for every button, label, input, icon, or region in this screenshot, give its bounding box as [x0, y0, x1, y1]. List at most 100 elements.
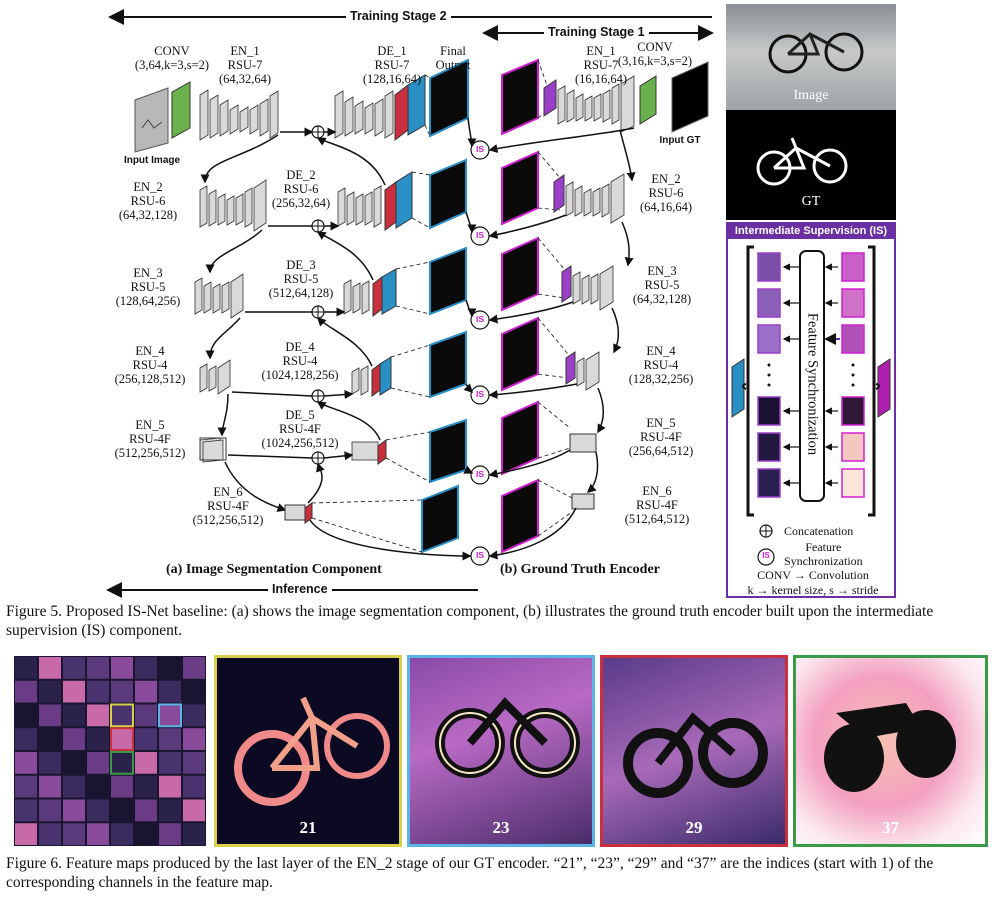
feature-thumb — [159, 728, 181, 750]
en5-left-block — [199, 437, 224, 463]
is-badge-3: IS — [475, 314, 485, 324]
is-badge-4: IS — [475, 389, 485, 399]
feature-thumb — [159, 657, 181, 679]
feature-thumb — [87, 799, 109, 822]
feature-thumb — [39, 704, 61, 727]
feature-thumb — [15, 752, 37, 774]
is-badge-5: IS — [475, 469, 485, 479]
feature-map-label-29: 29 — [685, 818, 703, 837]
feature-thumb — [135, 775, 157, 798]
feature-thumb — [15, 657, 37, 679]
feature-thumb — [183, 680, 205, 703]
feature-thumb — [159, 823, 181, 845]
de4-block — [351, 365, 369, 396]
feature-map-label-21: 21 — [299, 818, 317, 837]
inference-label: Inference — [268, 582, 332, 596]
side-output-4 — [429, 330, 467, 399]
side-output-6 — [421, 484, 459, 554]
gt-image: GT — [726, 110, 896, 220]
subtitle-a: (a) Image Segmentation Component — [166, 562, 382, 577]
side-output-2 — [429, 158, 467, 230]
feature-thumb — [111, 704, 133, 727]
en4-left-block — [199, 359, 231, 395]
feature-thumb — [183, 704, 205, 727]
feature-thumb-highlight — [110, 727, 134, 751]
feature-thumb — [183, 752, 205, 774]
feature-thumb — [63, 775, 85, 798]
feature-thumb — [111, 680, 133, 703]
feature-thumb — [159, 704, 181, 727]
is-panel-diagram — [731, 245, 891, 566]
bicycle-icon — [768, 32, 864, 74]
feature-map-29: 29 — [600, 655, 788, 847]
feature-thumb — [63, 704, 85, 727]
feature-thumb — [63, 799, 85, 822]
feature-thumb — [111, 752, 133, 774]
is-nodes — [470, 140, 490, 566]
conv-legend: CONV → Convolution k → kernel size, s → … — [747, 568, 879, 597]
feature-thumb — [183, 728, 205, 750]
is-badge-1: IS — [475, 144, 485, 154]
gt-maps — [501, 58, 539, 554]
feature-thumb — [39, 823, 61, 845]
figure6-caption: Figure 6. Feature maps produced by the l… — [6, 855, 934, 891]
feature-sync-box: Feature Synchronization — [797, 264, 827, 504]
conv-block-right — [639, 75, 657, 125]
feature-map-label-23: 23 — [492, 818, 510, 837]
en3-right-block — [572, 265, 614, 311]
feature-thumb — [135, 728, 157, 750]
en4-right-block — [576, 351, 600, 391]
feature-thumb — [183, 775, 205, 798]
en6-left-block — [284, 504, 306, 521]
en1-left-block — [199, 89, 279, 141]
feature-thumb — [111, 823, 133, 845]
feature-thumb — [183, 823, 205, 845]
input-image-label: Input Image — [123, 155, 181, 166]
feature-thumb — [111, 657, 133, 679]
photo-label: Image — [793, 88, 829, 103]
feature-thumb — [15, 728, 37, 750]
en2-right-block — [565, 173, 625, 224]
photo-image: Image — [726, 4, 896, 110]
is-panel: Intermediate Supervision (IS) — [726, 222, 896, 598]
feature-thumb — [159, 799, 181, 822]
feature-thumb — [87, 823, 109, 845]
feature-thumb — [135, 657, 157, 679]
feature-map-label-37: 37 — [882, 818, 899, 837]
input-gt-label: Input GT — [659, 135, 701, 146]
feature-thumb — [135, 680, 157, 703]
feature-thumb-highlight — [110, 751, 134, 775]
feature-thumb — [111, 728, 133, 750]
de1-block — [334, 90, 394, 139]
feature-thumb — [63, 752, 85, 774]
feature-thumb — [15, 704, 37, 727]
subtitle-b: (b) Ground Truth Encoder — [500, 562, 660, 577]
legend-is-badge: IS — [762, 551, 770, 560]
feature-thumb — [15, 775, 37, 798]
feature-thumb — [39, 775, 61, 798]
en2-left-block — [199, 179, 267, 232]
feature-thumb — [135, 704, 157, 727]
feature-thumb — [87, 657, 109, 679]
feature-thumb — [183, 657, 205, 679]
feature-thumb — [63, 823, 85, 845]
legend-concat-label: Concatenation — [784, 524, 854, 538]
feature-thumb — [135, 799, 157, 822]
conv-right-label: CONV(3,16,k=3,s=2) — [617, 40, 693, 68]
feature-thumb — [87, 680, 109, 703]
feature-thumb — [135, 823, 157, 845]
bicycle-feature-icon — [623, 712, 768, 798]
